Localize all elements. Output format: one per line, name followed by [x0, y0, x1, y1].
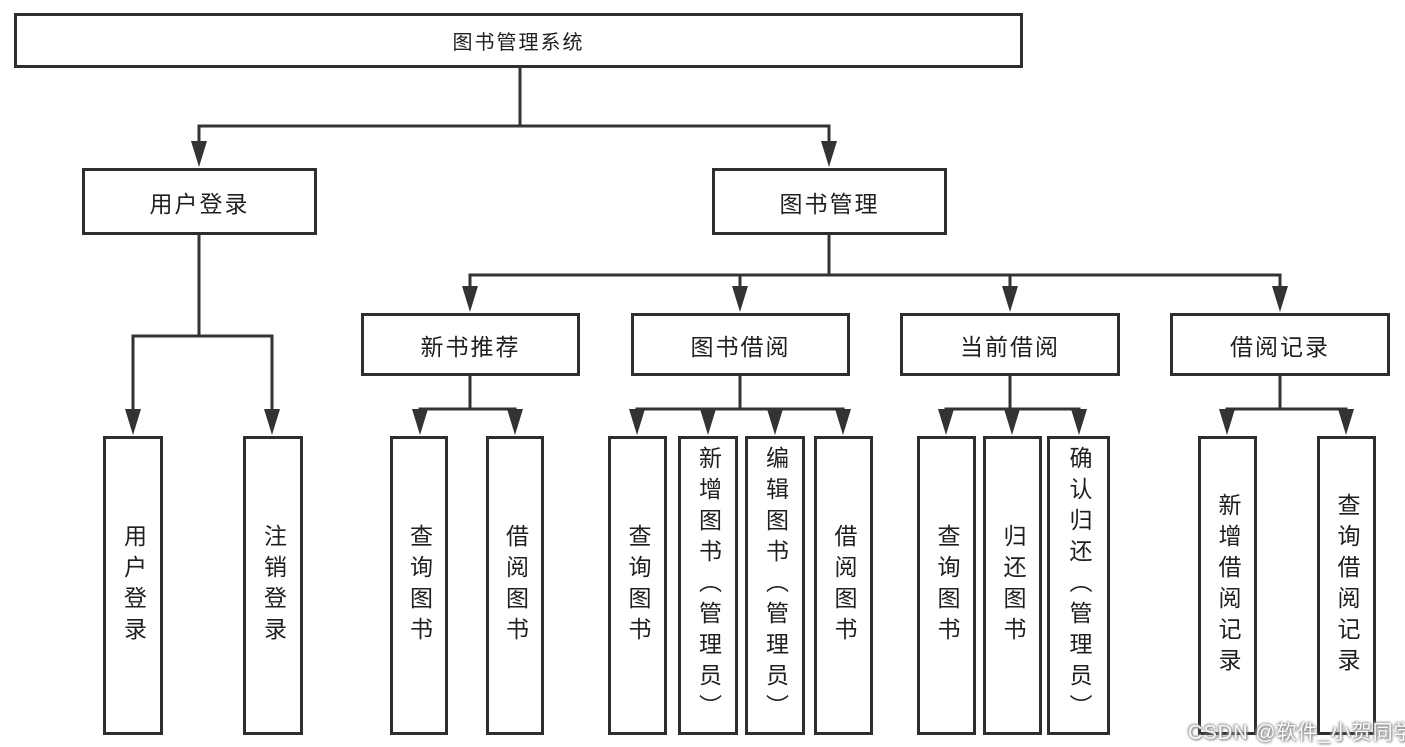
leaf-recommend-query-books: 查询图书 [390, 436, 448, 735]
connector-book-borrow [635, 376, 845, 420]
leaf-borrow-query-books: 查询图书 [608, 436, 667, 735]
leaf-user-login: 用户登录 [103, 436, 163, 735]
leaf-current-query-books: 查询图书 [917, 436, 976, 735]
leaf-logout: 注销登录 [243, 436, 303, 735]
leaf-add-books-admin: 新增图书（管理员） [678, 436, 738, 735]
arrowheads [125, 141, 1354, 435]
connector-new-book [418, 376, 517, 420]
node-new-book-recommend: 新书推荐 [361, 313, 580, 376]
leaf-query-borrow-record: 查询借阅记录 [1317, 436, 1376, 735]
leaf-add-borrow-record: 新增借阅记录 [1198, 436, 1257, 735]
leaf-recommend-borrow-books: 借阅图书 [486, 436, 544, 735]
leaf-borrow-books: 借阅图书 [814, 436, 873, 735]
connector-book-management [468, 233, 1282, 294]
node-current-borrow: 当前借阅 [900, 313, 1120, 376]
leaf-edit-books-admin: 编辑图书（管理员） [745, 436, 805, 735]
leaf-confirm-return-admin: 确认归还（管理员） [1047, 436, 1110, 735]
node-user-login: 用户登录 [82, 168, 317, 235]
node-borrow-records: 借阅记录 [1170, 313, 1390, 376]
leaf-return-books: 归还图书 [983, 436, 1042, 735]
connector-borrow-records [1225, 376, 1348, 420]
node-book-management: 图书管理 [712, 168, 947, 235]
connector-root [197, 67, 831, 148]
watermark-text: CSDN @软件_小贺同学 [1188, 722, 1405, 744]
node-book-borrow: 图书借阅 [631, 313, 850, 376]
connector-user-login [131, 233, 274, 418]
node-library-system: 图书管理系统 [14, 13, 1023, 68]
